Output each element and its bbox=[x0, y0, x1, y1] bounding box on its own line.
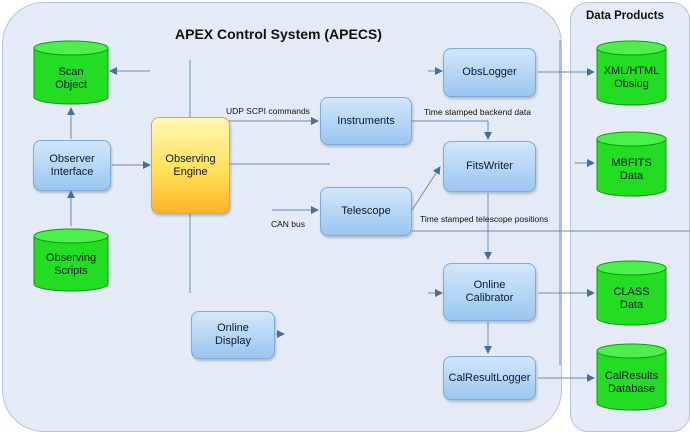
xml-html-obslog-db[interactable]: XML/HTML Obslog bbox=[596, 40, 667, 106]
backend-data-label: Time stamped backend data bbox=[424, 107, 531, 117]
database-icon bbox=[596, 131, 667, 197]
data-products-title: Data Products bbox=[586, 10, 664, 22]
mbfits-db[interactable]: MBFITS Data bbox=[596, 131, 667, 197]
observing-scripts-label: Observing Scripts bbox=[45, 252, 97, 277]
calresults-label: CalResults Database bbox=[604, 370, 659, 395]
calresults-db[interactable]: CalResults Database bbox=[596, 343, 667, 411]
telescope-positions-label: Time stamped telescope positions bbox=[420, 214, 549, 224]
calresultlogger-box[interactable]: CalResultLogger bbox=[443, 356, 536, 400]
observing-engine-label: Observing Engine bbox=[165, 152, 216, 178]
main-title: APEX Control System (APECS) bbox=[175, 26, 382, 42]
database-icon bbox=[596, 260, 667, 326]
online-display-box[interactable]: Online Display bbox=[191, 311, 275, 359]
database-icon bbox=[596, 40, 667, 106]
class-data-label: CLASS Data bbox=[613, 286, 650, 311]
udp-label: UDP SCPI commands bbox=[226, 106, 310, 116]
class-data-db[interactable]: CLASS Data bbox=[596, 260, 667, 326]
mbfits-label: MBFITS Data bbox=[611, 157, 652, 182]
observer-interface-box[interactable]: Observer Interface bbox=[33, 140, 111, 191]
telescope-box[interactable]: Telescope bbox=[320, 187, 412, 236]
calresultlogger-label: CalResultLogger bbox=[448, 371, 531, 384]
online-calibrator-box[interactable]: Online Calibrator bbox=[443, 263, 536, 321]
observing-engine-box[interactable]: Observing Engine bbox=[151, 117, 230, 214]
online-display-label: Online Display bbox=[214, 322, 252, 347]
fitswriter-label: FitsWriter bbox=[466, 160, 513, 172]
telescope-label: Telescope bbox=[341, 205, 391, 217]
scan-object-label: Scan Object bbox=[55, 66, 87, 91]
scan-object-db[interactable]: Scan Object bbox=[33, 40, 109, 105]
instruments-box[interactable]: Instruments bbox=[320, 97, 412, 145]
instruments-label: Instruments bbox=[337, 114, 395, 127]
xml-html-label: XML/HTML Obslog bbox=[603, 65, 660, 90]
observer-interface-label: Observer Interface bbox=[49, 152, 95, 178]
observing-scripts-db[interactable]: Observing Scripts bbox=[33, 228, 109, 292]
database-icon bbox=[596, 343, 667, 411]
can-bus-label: CAN bus bbox=[271, 219, 306, 229]
arrow-telescope-to-fitswriter bbox=[411, 166, 441, 211]
online-calibrator-label: Online Calibrator bbox=[465, 279, 514, 304]
database-icon bbox=[33, 40, 109, 105]
obslogger-label: ObsLogger bbox=[462, 66, 517, 78]
database-icon bbox=[33, 228, 109, 292]
obslogger-box[interactable]: ObsLogger bbox=[443, 48, 536, 97]
fitswriter-box[interactable]: FitsWriter bbox=[443, 141, 536, 192]
